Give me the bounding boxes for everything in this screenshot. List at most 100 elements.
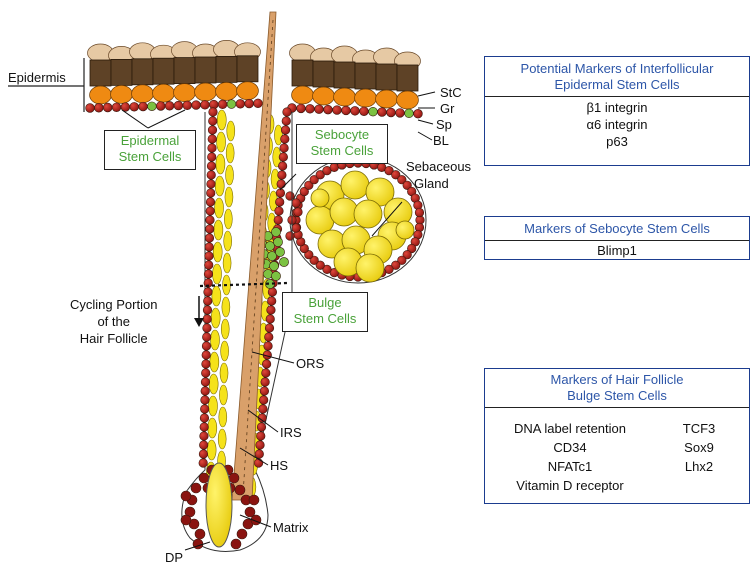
irs-cell <box>227 121 235 141</box>
label-gr: Gr <box>440 101 454 116</box>
ors-cell <box>254 459 263 468</box>
basal-cell <box>156 102 165 111</box>
irs-cell <box>221 341 229 361</box>
keratinocyte-granular <box>111 59 132 85</box>
keratinocyte-spinous <box>90 86 112 104</box>
ors-cell <box>278 162 287 171</box>
keratinocyte-granular <box>397 65 418 91</box>
keratinocyte-spinous <box>237 82 259 100</box>
basal-cell <box>396 109 405 118</box>
basal-cell <box>165 101 174 110</box>
irs-cell <box>213 242 222 262</box>
label-dp: DP <box>165 550 183 565</box>
ors-cell <box>261 378 270 387</box>
irs-cell <box>213 264 222 284</box>
sebocyte-cell <box>354 200 382 228</box>
ors-cell <box>207 171 216 180</box>
basal-cell <box>130 102 139 111</box>
irs-cell <box>223 253 231 273</box>
ors-cell <box>201 369 210 378</box>
bulge-stem-cell <box>273 237 282 246</box>
irs-cell <box>214 220 223 240</box>
ors-cell <box>204 261 213 270</box>
gland-duct-cell <box>292 199 301 208</box>
basal-stem-cell <box>227 100 236 109</box>
ors-cell <box>267 306 276 315</box>
basal-cell <box>306 104 315 113</box>
basal-cell <box>183 101 192 110</box>
ors-cell <box>205 234 214 243</box>
label-cycling-portion: Cycling Portion of the Hair Follicle <box>70 296 157 347</box>
keratinocyte-spinous <box>195 83 217 101</box>
ors-cell <box>205 252 214 261</box>
gland-duct-cell <box>286 232 295 241</box>
keratinocyte-spinous <box>111 85 133 103</box>
ors-cell <box>259 405 268 414</box>
basal-cell <box>112 103 121 112</box>
gland-border-cell <box>415 208 424 217</box>
ors-cell <box>208 144 217 153</box>
irs-cell <box>219 407 227 427</box>
ors-cell <box>199 441 208 450</box>
ors-cell <box>259 396 268 405</box>
ors-cell <box>280 144 289 153</box>
basal-cell <box>192 101 201 110</box>
label-stc: StC <box>440 85 462 100</box>
basal-stem-cell <box>147 102 156 111</box>
ors-cell <box>264 333 273 342</box>
basal-cell <box>333 106 342 115</box>
ors-cell <box>207 153 216 162</box>
label-ors: ORS <box>296 356 324 371</box>
ors-cell <box>267 297 276 306</box>
ors-cell <box>282 117 291 126</box>
keratinocyte-spinous <box>174 84 196 102</box>
matrix-cell <box>181 515 191 525</box>
ors-cell <box>206 207 215 216</box>
irs-cell <box>219 385 227 405</box>
matrix-cell <box>181 491 191 501</box>
label-bl: BL <box>433 133 449 148</box>
marker-item: Blimp1 <box>485 241 749 259</box>
ors-cell <box>256 441 265 450</box>
ors-cell <box>283 108 292 117</box>
irs-cell <box>218 429 226 449</box>
basal-cell <box>86 104 95 113</box>
sebocyte-stem-cells-box: Sebocyte Stem Cells <box>296 124 388 164</box>
irs-cell <box>217 132 226 152</box>
basal-cell <box>351 106 360 115</box>
keratinocyte-spinous <box>313 87 335 105</box>
basal-cell <box>315 105 324 114</box>
ors-cell <box>281 135 290 144</box>
epidermal-stem-cells-box: Epidermal Stem Cells <box>104 130 196 170</box>
bulge-stem-cell <box>271 227 280 236</box>
basal-cell <box>174 101 183 110</box>
ors-cell <box>206 216 215 225</box>
marker-item: CD34 <box>491 438 649 457</box>
ors-cell <box>265 324 274 333</box>
bulge-markers-left-column: DNA label retention CD34 NFATc1 Vitamin … <box>491 419 649 495</box>
irs-cell <box>226 143 234 163</box>
keratinocyte-granular <box>195 57 216 83</box>
basal-cell <box>201 100 210 109</box>
epidermis-right <box>288 44 423 118</box>
irs-cell <box>210 330 219 350</box>
irs-cell <box>224 231 232 251</box>
keratinocyte-granular <box>355 63 376 89</box>
basal-stem-cell <box>405 109 414 118</box>
basal-cell <box>94 103 103 112</box>
ors-cell <box>264 342 273 351</box>
keratinocyte-granular <box>153 58 174 84</box>
basal-cell <box>254 99 263 108</box>
ors-cell <box>203 297 212 306</box>
matrix-cell <box>237 529 247 539</box>
ors-cell <box>255 450 264 459</box>
keratinocyte-granular <box>132 59 153 85</box>
ors-cell <box>209 108 218 117</box>
basal-cell <box>342 106 351 115</box>
keratinocyte-granular <box>237 56 258 82</box>
marker-item: NFATc1 <box>491 457 649 476</box>
basal-cell <box>324 105 333 114</box>
irs-cell <box>226 165 234 185</box>
marker-item: β1 integrin <box>485 97 749 116</box>
ors-cell <box>202 342 211 351</box>
